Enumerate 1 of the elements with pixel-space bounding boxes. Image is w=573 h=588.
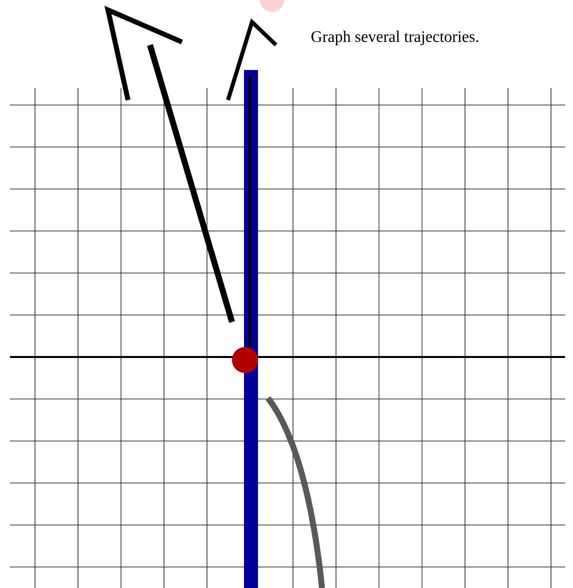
instruction-text: Graph several trajectories. bbox=[311, 30, 478, 46]
